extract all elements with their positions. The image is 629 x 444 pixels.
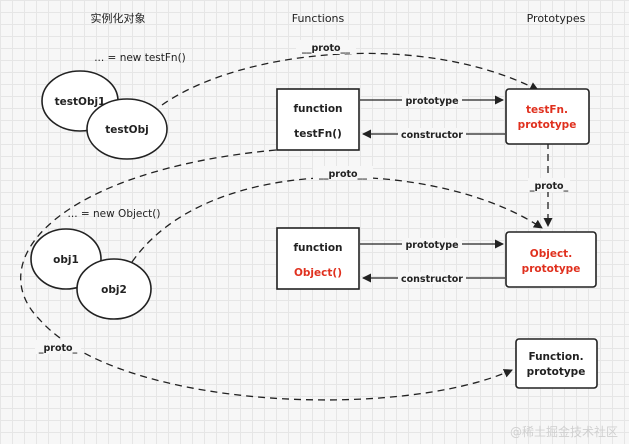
proto-edge-testfn-function-to-function-prototype xyxy=(20,149,513,401)
function-testfn-line1: function xyxy=(293,103,342,115)
proto-edge-testobj-to-testfn-prototype xyxy=(161,52,539,106)
node-obj2-label: obj2 xyxy=(101,284,127,296)
note-new-object: ... = new Object() xyxy=(68,208,161,220)
function-testfn-line2: testFn() xyxy=(294,128,342,140)
node-function-testfn: function testFn() xyxy=(276,88,360,151)
node-function-prototype: Function. prototype xyxy=(515,338,598,389)
label-object-prototype: prototype xyxy=(405,240,458,251)
label-proto-top: __proto__ xyxy=(302,43,350,54)
watermark-text: @稀土掘金技术社区 xyxy=(510,424,618,439)
node-obj1-label: obj1 xyxy=(53,254,79,266)
node-obj2: obj2 xyxy=(76,258,152,320)
object-prototype-line1: Object. xyxy=(530,248,572,260)
header-prototypes: Prototypes xyxy=(527,12,586,25)
function-prototype-line1: Function. xyxy=(528,351,583,363)
node-function-object: function Object() xyxy=(276,227,360,290)
node-testfn-prototype: testFn. prototype xyxy=(505,88,590,145)
label-testfn-constructor: constructor xyxy=(401,130,463,141)
node-testobj: testObj xyxy=(86,98,168,160)
label-object-constructor: constructor xyxy=(401,274,463,285)
note-new-testfn: ... = new testFn() xyxy=(94,52,186,64)
function-object-line2: Object() xyxy=(294,267,342,279)
label-proto-right: _proto_ xyxy=(530,181,569,192)
object-prototype-line2: prototype xyxy=(522,263,581,275)
testfn-prototype-line2: prototype xyxy=(518,119,577,131)
header-instances: 实例化对象 xyxy=(91,11,146,25)
function-object-line1: function xyxy=(293,242,342,254)
label-proto-left: _proto_ xyxy=(39,343,78,354)
node-testobj-label: testObj xyxy=(105,124,148,136)
node-testobj1-label: testObj1 xyxy=(55,96,106,108)
header-functions: Functions xyxy=(292,12,345,25)
node-object-prototype: Object. prototype xyxy=(505,231,597,288)
function-prototype-line2: prototype xyxy=(527,366,586,378)
testfn-prototype-line1: testFn. xyxy=(526,104,568,116)
label-testfn-prototype: prototype xyxy=(405,96,458,107)
label-proto-mid: __proto__ xyxy=(319,169,367,180)
